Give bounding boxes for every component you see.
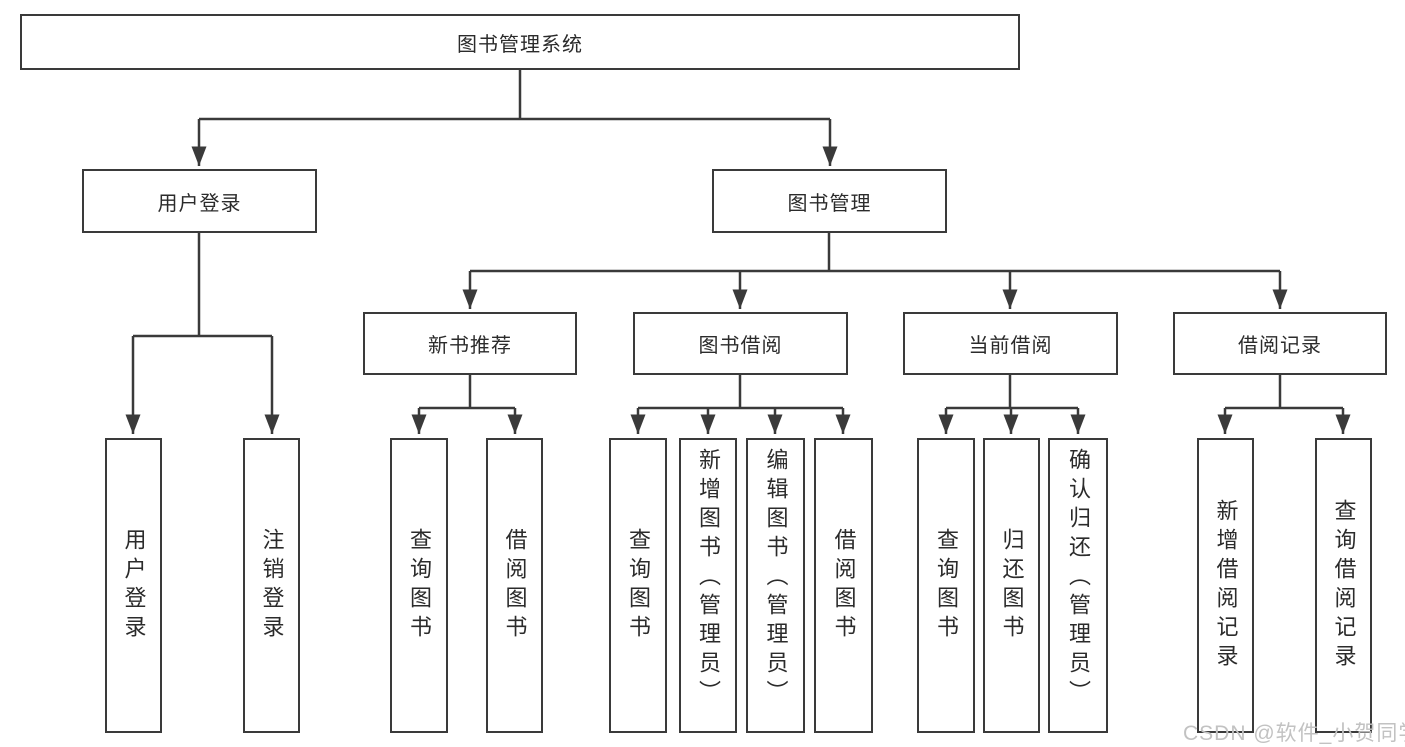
leaf-bb-query-books: 查询图书 [609, 438, 667, 733]
leaf-logout-label: 注销登录 [259, 527, 285, 644]
leaf-br-query-record: 查询借阅记录 [1315, 438, 1372, 733]
leaf-cb-confirm-return-admin: 确认归还（管理员） [1048, 438, 1108, 733]
node-new-book-recommend: 新书推荐 [363, 312, 577, 375]
node-current-borrow: 当前借阅 [903, 312, 1118, 375]
leaf-br-add-record: 新增借阅记录 [1197, 438, 1254, 733]
leaf-nbr-query-books: 查询图书 [390, 438, 448, 733]
leaf-bb-borrow-books-label: 借阅图书 [831, 527, 857, 644]
leaf-cb-query-books: 查询图书 [917, 438, 975, 733]
leaf-bb-borrow-books: 借阅图书 [814, 438, 873, 733]
node-borrow-record-label: 借阅记录 [1238, 335, 1322, 357]
leaf-bb-edit-books-admin: 编辑图书（管理员） [746, 438, 805, 733]
node-borrow-record: 借阅记录 [1173, 312, 1387, 375]
node-library-system: 图书管理系统 [20, 14, 1020, 70]
node-current-borrow-label: 当前借阅 [968, 335, 1053, 357]
watermark-text: CSDN @软件_小贺同学 [1183, 722, 1405, 745]
leaf-cb-return-books-label: 归还图书 [999, 527, 1025, 644]
leaf-bb-edit-books-admin-label: 编辑图书（管理员） [763, 448, 789, 709]
leaf-nbr-borrow-books: 借阅图书 [486, 438, 543, 733]
node-book-borrow-label: 图书借阅 [698, 335, 783, 357]
leaf-user-login-label: 用户登录 [121, 527, 147, 644]
node-book-management: 图书管理 [712, 169, 947, 233]
node-new-book-recommend-label: 新书推荐 [428, 335, 512, 357]
leaf-br-add-record-label: 新增借阅记录 [1213, 498, 1239, 673]
node-user-login-label: 用户登录 [157, 192, 242, 215]
leaf-nbr-query-books-label: 查询图书 [407, 527, 432, 644]
node-user-login: 用户登录 [82, 169, 317, 233]
leaf-nbr-borrow-books-label: 借阅图书 [502, 527, 528, 644]
leaf-br-query-record-label: 查询借阅记录 [1331, 498, 1357, 673]
leaf-cb-confirm-return-admin-label: 确认归还（管理员） [1066, 448, 1091, 709]
leaf-bb-add-books-admin-label: 新增图书（管理员） [696, 448, 721, 709]
leaf-cb-query-books-label: 查询图书 [934, 527, 959, 644]
node-book-borrow: 图书借阅 [633, 312, 848, 375]
node-library-system-label: 图书管理系统 [457, 33, 583, 56]
leaf-bb-add-books-admin: 新增图书（管理员） [679, 438, 737, 733]
leaf-logout: 注销登录 [243, 438, 300, 733]
node-book-management-label: 图书管理 [787, 192, 872, 215]
leaf-bb-query-books-label: 查询图书 [626, 527, 651, 644]
leaf-user-login: 用户登录 [105, 438, 162, 733]
leaf-cb-return-books: 归还图书 [983, 438, 1040, 733]
